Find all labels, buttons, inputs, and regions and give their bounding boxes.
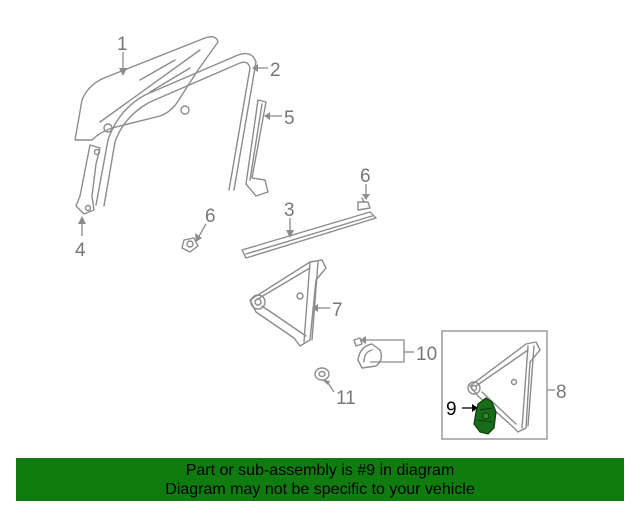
callout-11: 11 — [336, 388, 356, 409]
part-5-rear-channel[interactable] — [245, 99, 269, 197]
callout-8: 8 — [556, 382, 567, 403]
part-2-run-channel[interactable] — [95, 52, 257, 207]
part-9-regulator-motor[interactable] — [473, 397, 497, 435]
part-1-door-glass[interactable] — [74, 35, 219, 141]
callout-10: 10 — [416, 344, 437, 365]
banner-line-2: Diagram may not be specific to your vehi… — [165, 480, 475, 498]
callout-4: 4 — [75, 240, 86, 261]
part-3-belt-molding[interactable] — [241, 211, 377, 259]
part-11-washer[interactable] — [314, 367, 330, 381]
part-4-front-channel[interactable] — [75, 144, 101, 215]
part-6-clip-lower[interactable] — [181, 237, 199, 253]
callout-2: 2 — [270, 60, 281, 81]
banner-line-1: Part or sub-assembly is #9 in diagram — [185, 461, 455, 479]
callout-9: 9 — [446, 399, 457, 420]
callout-1: 1 — [117, 34, 128, 55]
callout-6a: 6 — [360, 166, 371, 187]
callout-3: 3 — [284, 200, 295, 221]
callout-6b: 6 — [205, 206, 216, 227]
part-7-regulator[interactable] — [249, 259, 327, 347]
info-banner: Part or sub-assembly is #9 in diagram Di… — [16, 458, 624, 501]
callout-7: 7 — [332, 300, 343, 321]
part-10-link[interactable] — [353, 337, 383, 369]
part-6-clip-upper[interactable] — [357, 197, 371, 211]
callout-5: 5 — [284, 108, 295, 129]
